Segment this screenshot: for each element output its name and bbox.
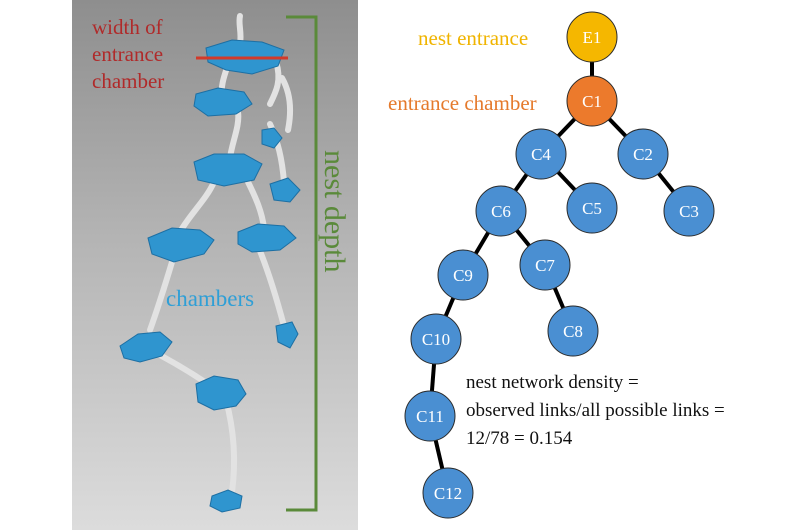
node-circle	[617, 128, 669, 180]
tunnel	[236, 13, 244, 47]
node-c7: C7	[519, 239, 571, 291]
node-circle	[566, 182, 618, 234]
node-label: C6	[491, 202, 511, 221]
node-c6: C6	[475, 185, 527, 237]
node-c5: C5	[566, 182, 618, 234]
node-e1: E1	[566, 11, 618, 63]
node-circle	[410, 313, 462, 365]
node-c2: C2	[617, 128, 669, 180]
depth-bracket	[286, 15, 318, 512]
depth-label: nest depth	[318, 150, 351, 272]
scan-chamber	[269, 177, 301, 203]
node-circle	[515, 128, 567, 180]
scan-chamber	[237, 223, 297, 253]
node-c11: C11	[404, 390, 456, 442]
node-circle	[404, 390, 456, 442]
node-c4: C4	[515, 128, 567, 180]
node-label: C1	[582, 92, 602, 111]
node-c1: C1	[566, 75, 618, 127]
node-label: C4	[531, 145, 551, 164]
tunnel	[147, 259, 175, 333]
tunnel	[255, 243, 287, 329]
scan-chamber	[195, 375, 247, 411]
node-circle	[475, 185, 527, 237]
scan-chamber	[147, 227, 215, 263]
node-label: C9	[453, 266, 473, 285]
nest-scan: width of entrance chamber chambers	[92, 13, 301, 513]
node-label: C12	[434, 484, 462, 503]
tunnel	[177, 179, 217, 235]
density-text: nest network density = observed links/al…	[466, 372, 730, 449]
scan-chambers	[119, 39, 301, 513]
node-label: C5	[582, 199, 602, 218]
node-circle	[422, 467, 474, 519]
tunnel	[245, 179, 267, 231]
node-circle	[547, 305, 599, 357]
entrance-label: nest entrance	[418, 26, 528, 50]
node-label: C10	[422, 330, 450, 349]
entrance-chamber-label: entrance chamber	[388, 91, 537, 115]
node-c10: C10	[410, 313, 462, 365]
node-label: E1	[583, 28, 602, 47]
scan-chamber	[275, 321, 299, 349]
node-c9: C9	[437, 249, 489, 301]
tunnel	[279, 75, 293, 133]
chambers-label: chambers	[166, 286, 254, 311]
scan-chamber	[119, 331, 173, 363]
node-label: C7	[535, 256, 555, 275]
node-circle	[566, 11, 618, 63]
scan-chamber	[261, 127, 283, 149]
node-label: C2	[633, 145, 653, 164]
node-c3: C3	[663, 185, 715, 237]
node-circle	[519, 239, 571, 291]
node-label: C11	[416, 407, 444, 426]
tunnel	[223, 397, 237, 495]
node-label: C8	[563, 322, 583, 341]
node-circle	[566, 75, 618, 127]
scan-chamber	[193, 153, 263, 187]
tunnel	[227, 109, 242, 161]
scan-chamber	[193, 87, 253, 117]
node-circle	[663, 185, 715, 237]
node-c12: C12	[422, 467, 474, 519]
scan-chamber	[209, 489, 243, 513]
node-c8: C8	[547, 305, 599, 357]
width-label: width of entrance chamber	[92, 15, 168, 93]
node-label: C3	[679, 202, 699, 221]
node-circle	[437, 249, 489, 301]
